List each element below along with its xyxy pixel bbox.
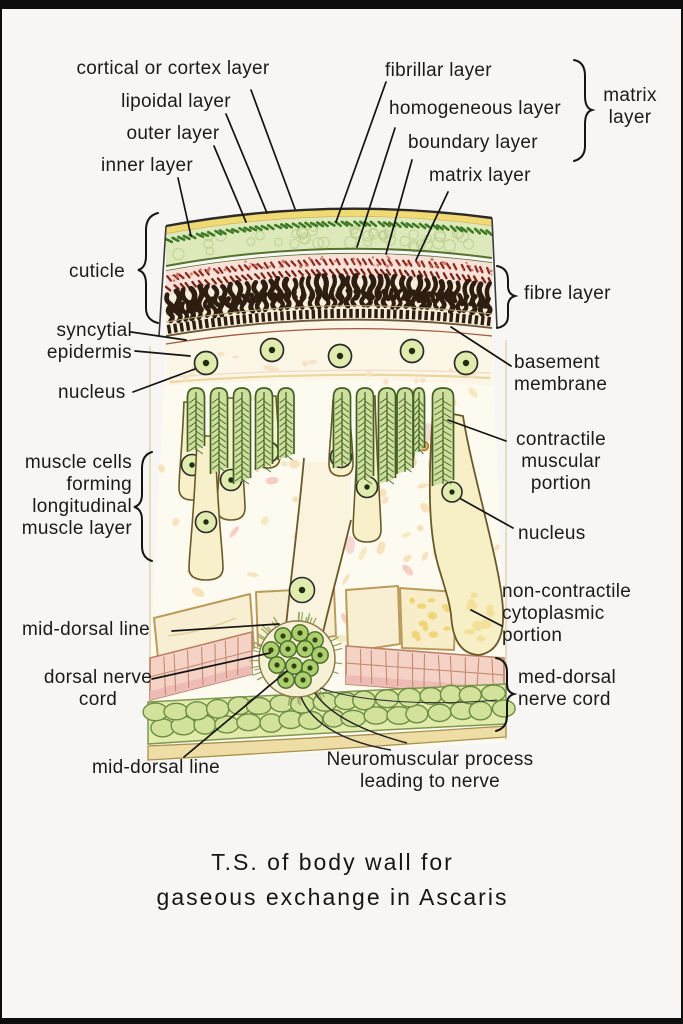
label-lipoidal-layer: lipoidal layer <box>121 91 231 112</box>
label-mid-dorsal-bottom: mid-dorsal line <box>92 757 221 778</box>
label-muscle-cells: muscle cells forming longitudinal muscle… <box>21 452 132 539</box>
leader-inner <box>177 177 192 237</box>
diagram-title-line2: gaseous exchange in Ascaris <box>156 884 509 910</box>
label-med-dorsal-cord: med-dorsal nerve cord <box>518 667 617 710</box>
frame-top <box>0 0 683 9</box>
label-matrix-layer-group: matrix layer <box>603 85 657 128</box>
leader-lipoidal <box>225 113 268 214</box>
label-basement-membrane: basement membrane <box>514 352 608 395</box>
braces <box>133 59 596 732</box>
leader-contractile <box>447 419 507 442</box>
leader-fibrillar <box>335 81 387 223</box>
label-mid-dorsal-top: mid-dorsal line <box>22 619 151 640</box>
diagram-title-line1: T.S. of body wall for <box>211 849 454 875</box>
label-syncytial-epidermis: syncytial epidermis <box>46 320 132 363</box>
label-non-contractile: non-contractile cytoplasmic portion <box>502 581 632 646</box>
label-boundary-layer: boundary layer <box>408 132 538 153</box>
label-nucleus-right: nucleus <box>518 523 586 544</box>
leader-lines <box>130 81 514 758</box>
label-nucleus-left: nucleus <box>58 382 126 403</box>
leader-epidermis <box>134 350 191 357</box>
leader-syncytial <box>130 331 187 341</box>
leader-outer <box>213 145 247 223</box>
muscle-cells <box>178 387 504 656</box>
label-cuticle: cuticle <box>69 261 125 282</box>
frame-bottom <box>0 1018 683 1024</box>
basal-lamina-band <box>147 725 507 761</box>
label-cortical-layer: cortical or cortex layer <box>76 58 270 79</box>
green-bubble-band <box>142 683 516 745</box>
cuticle-layers <box>158 207 498 345</box>
leader-boundary <box>385 159 413 255</box>
epidermis-nuclei <box>193 337 479 376</box>
label-contractile-portion: contractile muscular portion <box>516 429 606 494</box>
frame-right <box>681 0 683 1024</box>
leader-dorsal-nerve <box>151 652 271 680</box>
leader-cortical <box>250 89 296 210</box>
label-dorsal-nerve-cord: dorsal nerve cord <box>43 667 153 710</box>
label-fibrillar-layer: fibrillar layer <box>385 60 492 81</box>
label-homogeneous-layer: homogeneous layer <box>389 98 561 119</box>
brace-matrix-layer <box>573 59 596 162</box>
neuromuscular-process-lines <box>300 687 498 751</box>
label-fibre-layer: fibre layer <box>524 283 611 304</box>
brace-med-dorsal <box>495 657 518 732</box>
leader-matrix <box>415 191 449 261</box>
label-matrix-layer: matrix layer <box>429 165 531 186</box>
leader-homogeneous <box>356 127 396 248</box>
leader-nucleus-left <box>132 368 196 393</box>
leader-basement <box>450 326 512 367</box>
brace-cuticle <box>137 212 159 324</box>
label-outer-layer: outer layer <box>126 123 220 144</box>
muscle-band-bricks <box>149 630 505 702</box>
leader-nucleus-right <box>460 498 514 529</box>
leader-mid-dorsal-top <box>171 623 280 632</box>
brace-fibre-layer <box>496 265 519 329</box>
frame-left <box>0 0 2 1024</box>
label-neuromuscular: Neuromuscular process leading to nerve <box>326 749 534 792</box>
label-inner-layer: inner layer <box>100 155 193 176</box>
leader-non-contractile <box>470 609 503 627</box>
brace-muscle-cells <box>133 451 153 562</box>
leader-mid-dorsal-bottom <box>183 670 288 758</box>
